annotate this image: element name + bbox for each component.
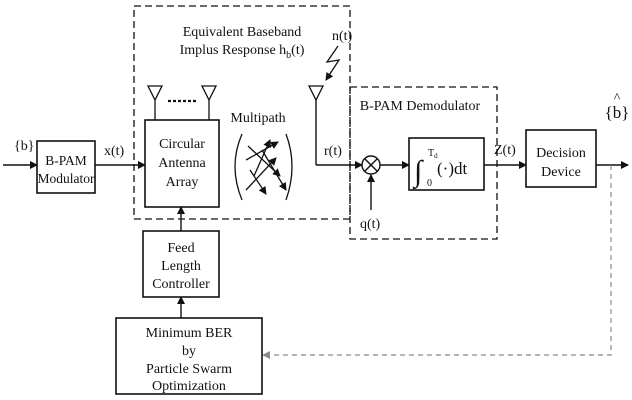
z-signal-label: Z(t) [494,143,516,158]
r-signal-label: r(t) [324,144,342,159]
antenna-array-label-line2: Antenna [158,156,206,171]
decision-device-block [525,129,597,188]
x-signal-label: x(t) [104,144,125,159]
multipath-scatter [234,133,293,201]
decision-label-line1: Decision [536,146,586,161]
decision-label-line2: Device [541,165,581,180]
antenna-icon [146,85,218,120]
optimizer-label-line2: by [182,344,196,359]
optimizer-label-line4: Optimization [152,379,226,394]
antenna-icon [307,85,325,165]
bpam-modulator-label-line2: Modulator [38,171,95,186]
q-signal-label: q(t) [360,217,381,232]
multiplier-icon [361,155,381,175]
bpam-modulator-block [36,140,96,194]
input-label: {b} [14,139,34,154]
output-label: {b} [605,103,630,122]
optimizer-block [115,317,263,395]
demodulator-title: B-PAM Demodulator [360,99,481,114]
integral-body: (·)dt [437,159,467,178]
integral-sign: ∫ [412,155,424,190]
circular-antenna-array-block [144,119,220,208]
optimizer-label-line1: Minimum BER [146,326,233,341]
feed-length-controller-block [142,230,220,298]
feed-label-line3: Controller [152,277,210,292]
optimizer-label-line3: Particle Swarm [146,362,232,377]
multipath-label: Multipath [230,111,285,126]
antenna-array-label-line1: Circular [159,137,205,152]
output-hat: ^ [614,91,621,106]
baseband-title-line1: Equivalent Baseband [183,25,302,40]
bpam-modulator-label-line1: B-PAM [45,153,87,168]
noise-label: n(t) [332,29,353,44]
antenna-array-label-line3: Array [166,175,199,190]
integral-lower-limit: 0 [427,178,432,189]
feed-label-line2: Length [161,259,201,274]
feed-label-line1: Feed [167,241,194,256]
feedback-path [262,165,612,359]
integrator-block [408,137,485,191]
lightning-icon [325,45,341,81]
baseband-title-line2: Implus Response hb(t) [180,43,305,61]
demodulator-region [349,86,498,240]
integral-upper-limit: Td [428,148,438,160]
